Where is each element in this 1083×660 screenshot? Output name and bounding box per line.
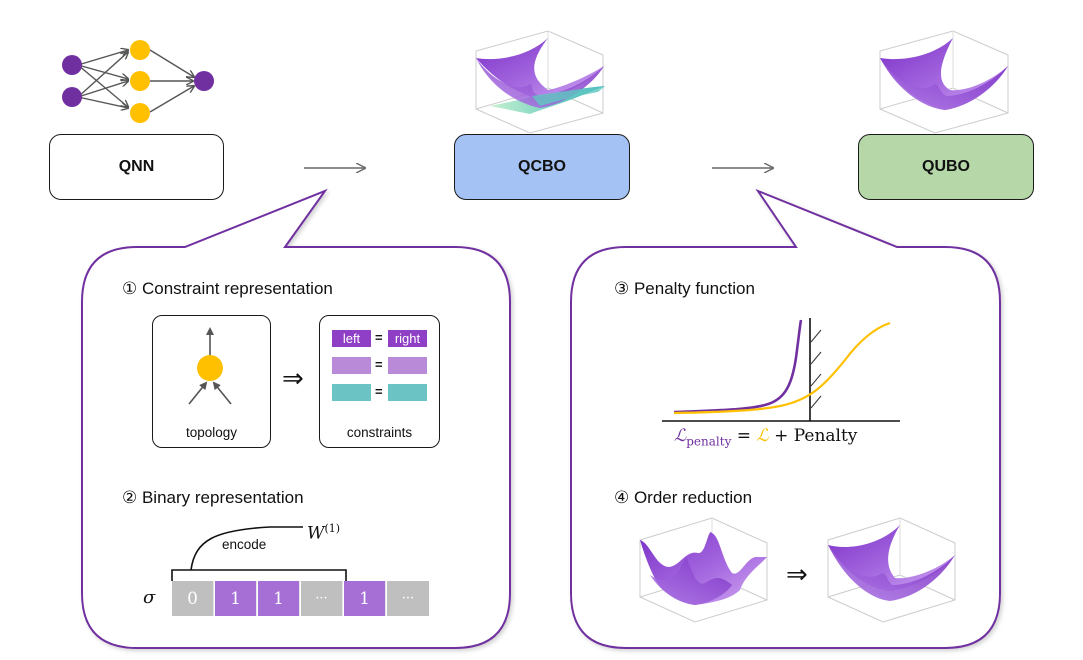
wall-hatching [810, 329, 822, 409]
constraint-right-box [388, 357, 427, 374]
bit-cell: 1 [344, 581, 386, 616]
qubo-surface-icon [879, 30, 1009, 134]
constraint-right-box: right [388, 330, 427, 347]
nn-output-node [194, 71, 214, 91]
constraints-caption: constraints [346, 425, 413, 440]
penalty-function-title: ③ Penalty function [614, 279, 755, 298]
bit-cell: 1 [215, 581, 257, 616]
stage-qubo-label: QUBO [922, 158, 970, 175]
bit-cell: ··· [387, 581, 429, 616]
bit-cell: 1 [258, 581, 300, 616]
binary-representation-title: ② Binary representation [122, 488, 304, 507]
implies-arrow: ⇒ [282, 364, 304, 394]
penalty-loss-curve [673, 319, 803, 414]
nn-input-node [62, 55, 82, 75]
order-reduction-surfaces [639, 517, 956, 623]
order-reduction-title: ④ Order reduction [614, 488, 753, 507]
constraint-left-box [332, 384, 371, 401]
sigma-label: σ [143, 587, 156, 608]
formula-lhs: ℒ [674, 426, 687, 446]
constraint-left-box: left [332, 330, 371, 347]
weight-symbol: W [307, 523, 325, 544]
constraint-equals: = [375, 357, 383, 372]
weight-label: W(1) [307, 522, 340, 544]
stage-qnn-label: QNN [118, 158, 155, 175]
stage-qcbo: QCBO [454, 134, 630, 200]
order-implies-arrow: ⇒ [786, 560, 808, 590]
formula-loss-term: ℒ [756, 426, 769, 446]
nn-edges [77, 50, 194, 113]
topology-diagram [188, 327, 232, 405]
constraint-right-box [388, 384, 427, 401]
constraint-left-box [332, 357, 371, 374]
constraint-equals: = [375, 330, 383, 345]
topology-caption: topology [185, 425, 238, 440]
stage-qnn: QNN [49, 134, 224, 200]
weight-superscript: (1) [324, 522, 341, 535]
formula-lhs-subscript: penalty [686, 434, 732, 449]
topology-card: topology [152, 315, 271, 448]
nn-hidden-node [130, 103, 150, 123]
constraint-representation-title: ① Constraint representation [122, 279, 333, 298]
formula-penalty-term: + Penalty [768, 426, 858, 446]
penalty-formula: ℒpenalty = ℒ + Penalty [674, 426, 857, 448]
nn-hidden-node [130, 71, 150, 91]
encode-bracket [171, 526, 347, 581]
nn-hidden-node [130, 40, 150, 60]
topology-node [197, 355, 223, 381]
constraint-equals: = [375, 384, 383, 399]
stage-qubo: QUBO [858, 134, 1034, 200]
original-loss-curve [673, 321, 891, 415]
encode-label: encode [222, 537, 267, 552]
qcbo-surface-icon [475, 30, 605, 134]
constraints-card: left = right = = constraints [319, 315, 440, 448]
high-order-surface-icon [639, 517, 768, 623]
nn-input-node [62, 87, 82, 107]
bit-cell: ··· [301, 581, 343, 616]
formula-equals: = [731, 426, 757, 446]
quadratic-surface-icon [827, 517, 956, 623]
penalty-plot [662, 318, 900, 422]
bit-cell: 0 [172, 581, 214, 616]
stage-qcbo-label: QCBO [518, 158, 566, 175]
